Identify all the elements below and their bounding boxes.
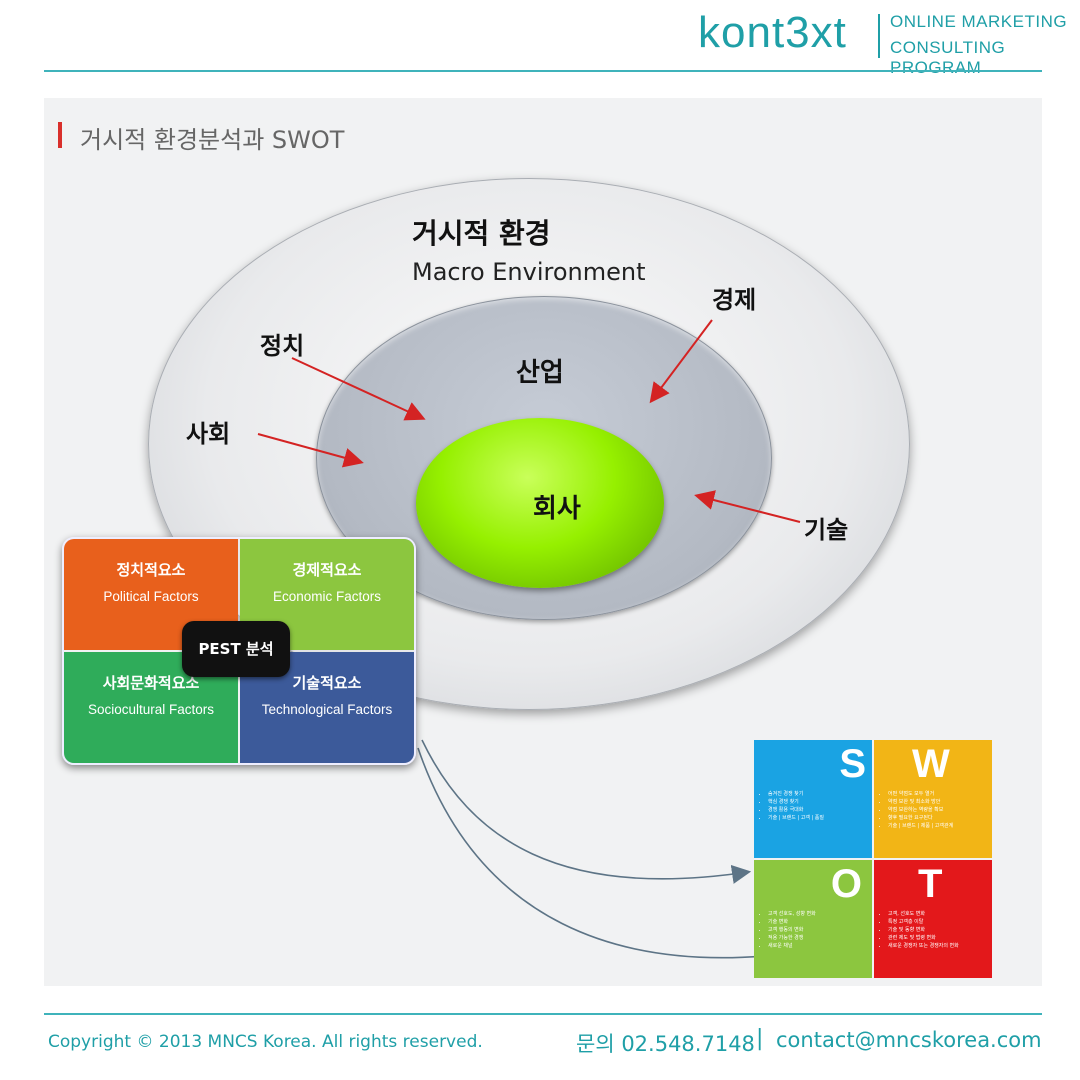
macro-title-en: Macro Environment [412,258,646,286]
connector-pest-to-swot-o [421,739,752,884]
section-title: 거시적 환경분석과 SWOT [80,126,345,154]
header-rule [44,70,1042,72]
arrow-society [257,433,364,468]
swot-o-item: 기술 변화 [768,918,816,926]
swot-matrix: S 숨겨진 경쟁 찾기 핵심 경쟁 찾기 경쟁 활용 극대화 기술 | 브랜드 … [754,740,992,978]
footer-email-link[interactable]: contact@mncskorea.com [776,1028,1042,1052]
footer-copyright: Copyright © 2013 MNCS Korea. All rights … [48,1032,483,1052]
swot-s-list: 숨겨진 경쟁 찾기 핵심 경쟁 찾기 경쟁 활용 극대화 기술 | 브랜드 | … [760,790,824,822]
swot-t-letter: T [918,862,943,906]
swot-t-item: 기술 및 동향 변화 [888,926,959,934]
swot-t-item: 새로운 경쟁자 또는 경쟁자의 변화 [888,942,959,950]
pest-economic-en: Economic Factors [272,589,382,604]
arrow-economy [649,319,713,404]
swot-w-item: 향후 필요한 요구된다 [888,814,953,822]
swot-o-item: 적용 가능한 경쟁 [768,934,816,942]
macro-title-kr: 거시적 환경 [412,217,551,250]
swot-o-item: 고객 행동의 변화 [768,926,816,934]
swot-w-item: 약점 보완 및 최소화 방안 [888,798,953,806]
swot-threats: T 고객, 선호도 변화 특정 고객층 이탈 기술 및 동향 변화 관련 제도 … [874,860,992,978]
footer-separator: | [756,1026,764,1051]
swot-s-item: 경쟁 활용 극대화 [768,806,824,814]
brand-divider [878,14,880,58]
company-ellipse [416,418,664,588]
pest-sociocultural-en: Sociocultural Factors [87,702,215,717]
pest-political-kr: 정치적요소 [116,561,186,579]
company-label: 회사 [533,494,581,524]
industry-label: 산업 [516,358,564,388]
brand-tagline-line2: CONSULTING PROGRAM [890,38,1006,77]
arrow-politics [291,357,426,421]
swot-s-item: 기술 | 브랜드 | 고객 | 품질 [768,814,824,822]
swot-w-list: 어떤 약점도 모두 열거 약점 보완 및 최소화 방안 약점 보완하는 역량을 … [880,790,953,830]
swot-t-item: 관련 제도 및 법령 변화 [888,934,959,942]
brand-logo: kont3xt [698,8,847,57]
swot-w-item: 기술 | 브랜드 | 제품 | 고객관계 [888,822,953,830]
swot-weaknesses: W 어떤 약점도 모두 열거 약점 보완 및 최소화 방안 약점 보완하는 역량… [874,740,992,858]
pest-sociocultural-kr: 사회문화적요소 [102,674,200,692]
footer-rule [44,1013,1042,1015]
swot-s-item: 숨겨진 경쟁 찾기 [768,790,824,798]
title-accent-bar [58,122,62,148]
swot-t-list: 고객, 선호도 변화 특정 고객층 이탈 기술 및 동향 변화 관련 제도 및 … [880,910,959,950]
pest-center-label: PEST 분석 [182,621,290,677]
force-society: 사회 [186,420,231,448]
swot-s-item: 핵심 경쟁 찾기 [768,798,824,806]
pest-political-en: Political Factors [103,589,199,604]
force-technology: 기술 [804,516,849,544]
force-politics: 정치 [260,332,305,360]
pest-economic-kr: 경제적요소 [292,561,362,579]
swot-opportunities: O 고객 선호도, 성향 변화 기술 변화 고객 행동의 변화 적용 가능한 경… [754,860,872,978]
swot-o-item: 새로운 채널 [768,942,816,950]
swot-w-item: 어떤 약점도 모두 열거 [888,790,953,798]
swot-o-item: 고객 선호도, 성향 변화 [768,910,816,918]
force-economy: 경제 [712,286,757,314]
pest-technological-kr: 기술적요소 [292,674,362,692]
swot-o-list: 고객 선호도, 성향 변화 기술 변화 고객 행동의 변화 적용 가능한 경쟁 … [760,910,816,950]
swot-strengths: S 숨겨진 경쟁 찾기 핵심 경쟁 찾기 경쟁 활용 극대화 기술 | 브랜드 … [754,740,872,858]
swot-w-letter: W [912,742,950,786]
swot-t-item: 특정 고객층 이탈 [888,918,959,926]
footer-phone: 문의 02.548.7148 [576,1032,755,1056]
swot-o-letter: O [830,862,862,906]
swot-t-item: 고객, 선호도 변화 [888,910,959,918]
arrow-technology [694,490,801,523]
brand-tagline-line1: ONLINE MARKETING [890,12,1068,31]
swot-s-letter: S [839,742,866,786]
pest-technological-en: Technological Factors [261,702,393,717]
swot-w-item: 약점 보완하는 역량을 확보 [888,806,953,814]
